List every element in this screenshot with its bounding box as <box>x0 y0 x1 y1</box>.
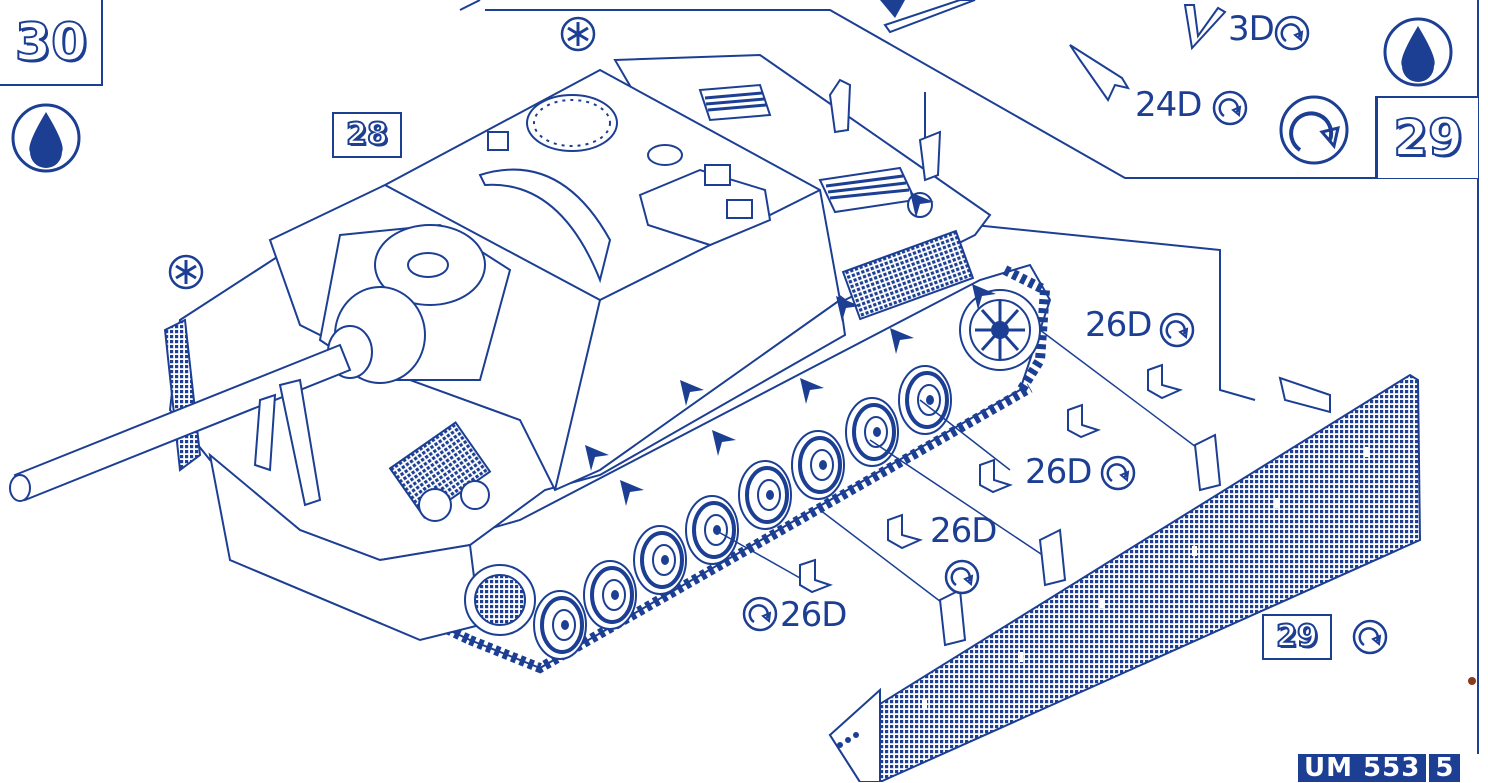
step-ref-29: 29 <box>1262 614 1332 660</box>
bracket-parts <box>799 363 1183 594</box>
attach-arrow-icon <box>880 0 905 18</box>
part-label-26d: 26D <box>780 595 847 635</box>
side-skirt <box>828 373 1422 782</box>
step-ref-text: 28 <box>345 117 389 152</box>
tank-gun <box>9 223 512 507</box>
tank-superstructure <box>268 68 842 492</box>
step-ref-text: 29 <box>1275 619 1319 654</box>
part-rod <box>883 0 976 34</box>
page-footer: UM 553 5 <box>1298 753 1461 783</box>
part-label-26d: 26D <box>1025 452 1092 492</box>
tank-front <box>208 452 536 642</box>
step-ref-28: 28 <box>332 112 402 158</box>
step-number-30: 30 <box>0 0 102 85</box>
part-label-26d: 26D <box>930 511 997 551</box>
step-number-text: 30 <box>14 12 88 73</box>
repeat-arrow-icon <box>1279 95 1349 165</box>
kit-code: UM 553 <box>1304 753 1421 783</box>
part-label-24d: 24D <box>1135 85 1202 125</box>
page-number: 5 <box>1435 753 1455 783</box>
step-number-text: 29 <box>1392 109 1464 167</box>
part-label-26d: 26D <box>1085 305 1152 345</box>
glue-drop-icon <box>11 103 81 173</box>
placement-lines <box>714 329 1201 606</box>
glue-drop-icon <box>1383 17 1453 87</box>
step-number-29: 29 <box>1376 96 1478 178</box>
part-24d <box>1069 44 1131 102</box>
asterisk-icon <box>560 16 596 52</box>
paper-stain <box>1468 677 1476 685</box>
asterisk-icon <box>168 254 204 290</box>
footer-divider <box>1426 754 1430 782</box>
part-label-3d: 3D <box>1228 9 1275 49</box>
part-3d <box>1183 4 1227 51</box>
